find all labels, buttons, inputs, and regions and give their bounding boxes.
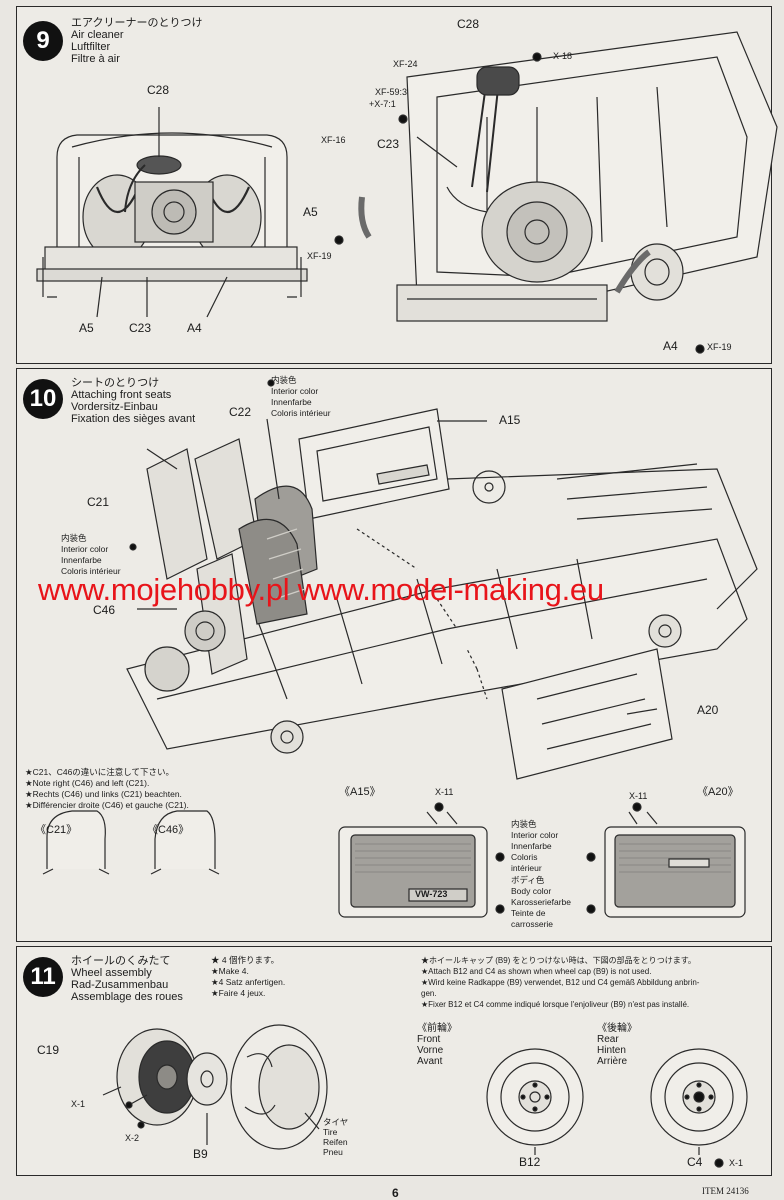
label-xf59: XF-59:3: [375, 87, 408, 97]
item-number: ITEM 24136: [702, 1186, 749, 1196]
interior-color-note-top: 内装色 Interior color Innenfarbe Coloris in…: [271, 375, 331, 418]
label-c28-right: C28: [457, 17, 480, 31]
title-de: Luftfilter: [71, 41, 111, 53]
interior-color-note-left: 内装色 Interior color Innenfarbe Coloris in…: [61, 533, 121, 576]
label-a20: A20: [697, 703, 719, 717]
wheel-cap-note: ★ホイールキャップ (B9) をとりつけない時は、下図の部品をとりつけます。 ★…: [421, 956, 700, 1009]
label-b9: B9: [193, 1147, 208, 1161]
door-body-color-note: ボディ色 Body color Karosseriefarbe Teinte d…: [511, 875, 572, 929]
detail-a15-label: 《A15》: [339, 786, 381, 798]
detail-c46-label: 《C46》: [147, 824, 190, 836]
label-x11-left: X-11: [435, 787, 454, 797]
door-interior-color-note: 内装色 Interior color Innenfarbe Coloris in…: [511, 819, 559, 873]
title-en: Attaching front seats: [71, 389, 172, 401]
label-a15: A15: [499, 413, 521, 427]
label-b12: B12: [519, 1155, 541, 1169]
seats-body-drawing: [42, 379, 758, 918]
step-9-panel: 9 エアクリーナーのとりつけ Air cleaner Luftfilter Fi…: [16, 6, 778, 364]
step-11-title: ホイールのくみたて Wheel assembly Rad-Zusammenbau…: [71, 955, 183, 1003]
title-fr: Fixation des sièges avant: [71, 413, 196, 425]
step-10-title: シートのとりつけ Attaching front seats Vordersit…: [71, 377, 195, 425]
label-a5-bottom: A5: [79, 321, 94, 335]
step-number-9: 9: [23, 21, 63, 61]
wheel-assembly-drawing: [102, 1024, 748, 1168]
front-wheel-label: 《前輪》 Front Vorne Avant: [417, 1023, 457, 1067]
label-xf16: XF-16: [321, 135, 346, 145]
step-9-title: エアクリーナーのとりつけ Air cleaner Luftfilter Filt…: [71, 17, 203, 65]
tire-label: タイヤ Tire Reifen Pneu: [323, 1117, 349, 1157]
step-number-10: 10: [23, 379, 63, 419]
step-11-panel: 11 ホイールのくみたて Wheel assembly Rad-Zusammen…: [16, 946, 772, 1176]
rear-wheel-label: 《後輪》 Rear Hinten Arrière: [597, 1023, 637, 1067]
label-c46: C46: [93, 603, 116, 617]
label-c22: C22: [229, 405, 252, 419]
label-c23-right: C23: [377, 137, 400, 151]
seat-notes: ★C21、C46の違いに注意して下さい。 ★Note right (C46) a…: [25, 767, 189, 810]
label-x2: X-2: [125, 1133, 140, 1143]
label-x1-left: X-1: [71, 1099, 86, 1109]
label-c28-left: C28: [147, 83, 170, 97]
make-four-note: ★ 4 個作ります。 ★Make 4. ★4 Satz anfertigen. …: [211, 955, 286, 998]
engine-bay-drawing: [36, 31, 778, 354]
label-a5-right: A5: [303, 205, 318, 219]
label-a4-bottom: A4: [187, 321, 202, 335]
title-fr: Filtre à air: [71, 53, 120, 65]
watermark-overlay: www.mojehobby.pl www.model-making.eu: [38, 572, 604, 607]
title-fr: Assemblage des roues: [71, 991, 183, 1003]
door-plate-text: VW-723: [415, 889, 448, 899]
label-c19: C19: [37, 1043, 60, 1057]
step-number-11: 11: [23, 957, 63, 997]
label-x11-right: X-11: [629, 791, 648, 801]
label-x7: +X-7:1: [369, 99, 396, 109]
label-xf24: XF-24: [393, 59, 418, 69]
label-xf19-left: XF-19: [307, 251, 332, 261]
title-de: Vordersitz-Einbau: [71, 401, 158, 413]
label-x18: X-18: [553, 51, 573, 61]
title-en: Air cleaner: [71, 29, 124, 41]
detail-a20-label: 《A20》: [697, 786, 739, 798]
label-x1-right: X-1: [729, 1158, 744, 1168]
label-a4-right: A4: [663, 339, 678, 353]
step-10-panel: 10 シートのとりつけ Attaching front seats Vorder…: [16, 368, 772, 942]
title-ja: シートのとりつけ: [71, 377, 160, 389]
detail-c21-label: 《C21》: [35, 824, 78, 836]
label-c4: C4: [687, 1155, 703, 1169]
page-number: 6: [392, 1186, 399, 1200]
title-en: Wheel assembly: [71, 967, 152, 979]
title-de: Rad-Zusammenbau: [71, 979, 169, 991]
title-ja: エアクリーナーのとりつけ: [71, 17, 203, 29]
title-ja: ホイールのくみたて: [71, 955, 171, 967]
label-c23-bottom: C23: [129, 321, 152, 335]
label-c21: C21: [87, 495, 110, 509]
label-xf19-right: XF-19: [707, 342, 732, 352]
